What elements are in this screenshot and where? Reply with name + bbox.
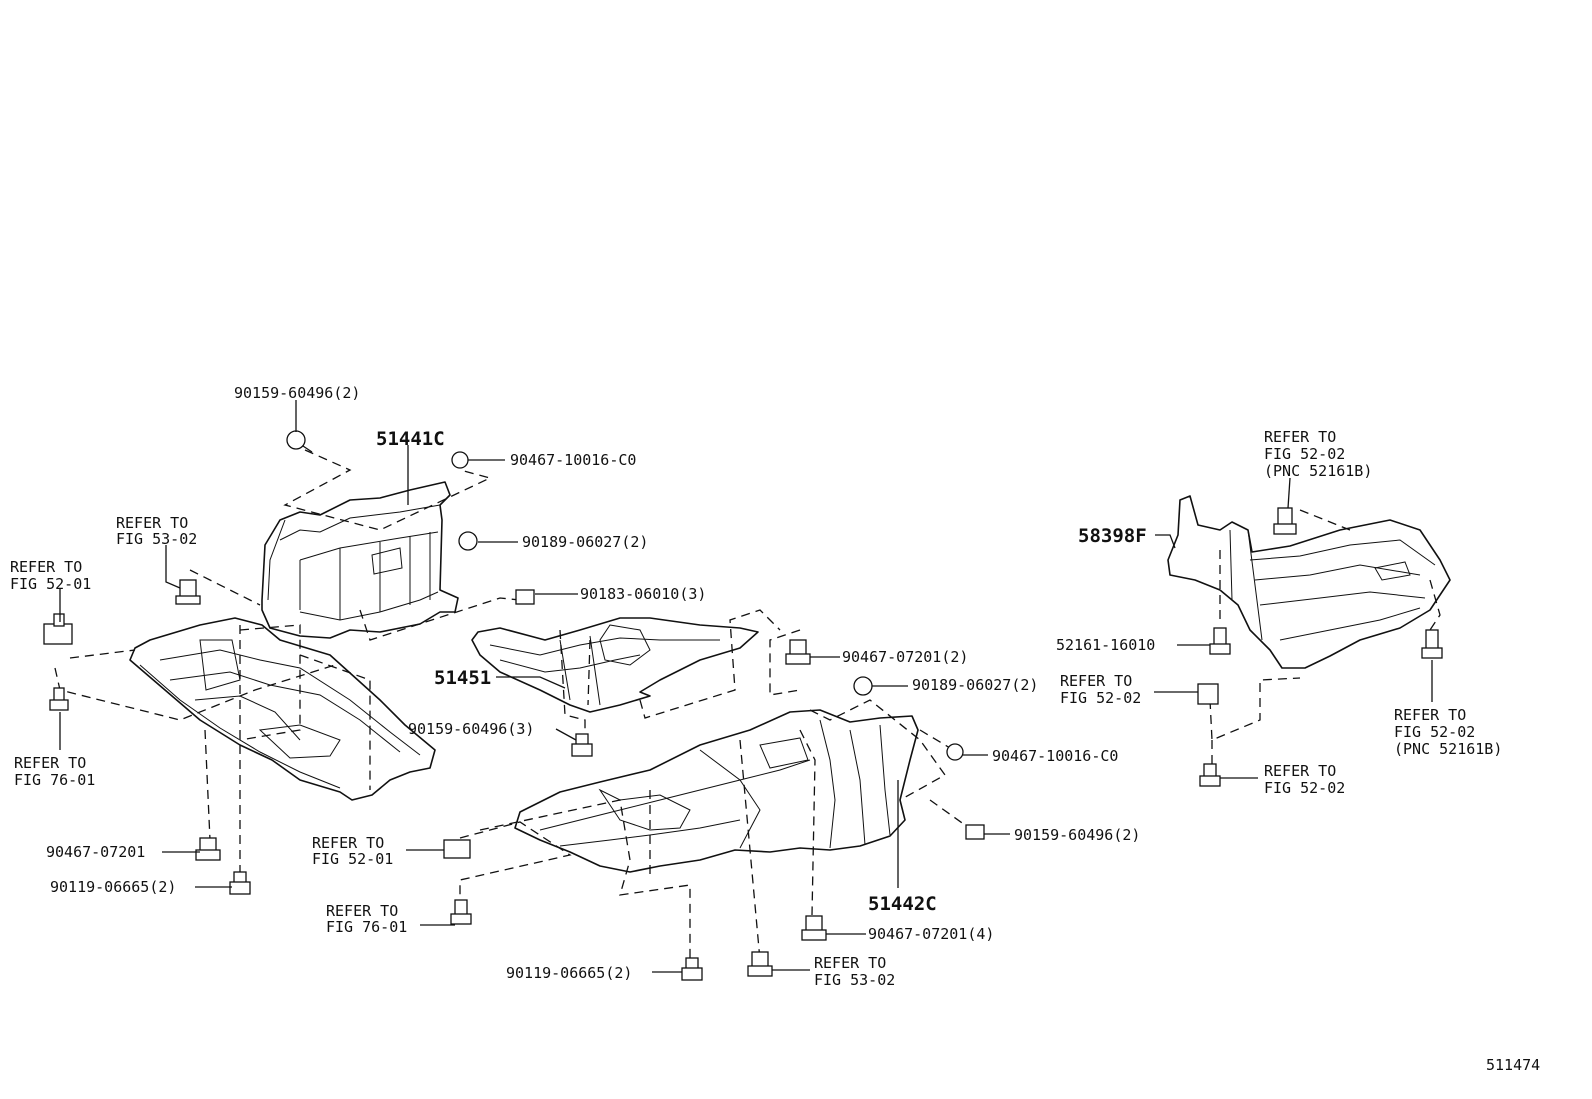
part-label-51442c: 51442C (868, 893, 937, 915)
fastener-clip-icon[interactable] (747, 951, 773, 977)
fastener-clip-icon[interactable] (946, 743, 964, 761)
fastener-clip-icon[interactable] (1197, 683, 1219, 705)
fastener-bolt-icon[interactable] (229, 871, 251, 895)
callout-90119-06665-b: 90119-06665(2) (506, 964, 632, 982)
callout-90189-06027-a: 90189-06027(2) (522, 533, 648, 551)
part-left-under-cover[interactable] (129, 617, 436, 801)
part-51441c-cover[interactable] (261, 481, 459, 639)
refer-fig-52-02-pnc-b: REFER TO FIG 52-02 (PNC 52161B) (1394, 706, 1502, 758)
fastener-clip-icon[interactable] (1209, 627, 1231, 655)
fastener-clip-icon[interactable] (1421, 629, 1443, 659)
refer-fig-52-02-a: REFER TO FIG 52-02 (1060, 672, 1141, 707)
fastener-clip-icon[interactable] (443, 839, 471, 859)
callout-90467-07201-a: 90467-07201(2) (842, 648, 968, 666)
part-58398f-cover[interactable] (1167, 495, 1451, 669)
fastener-bolt-icon[interactable] (965, 824, 985, 840)
fastener-clip-icon[interactable] (195, 837, 221, 861)
leader-lines (59, 400, 1433, 973)
refer-fig-53-02-a: REFER TO FIG 53-02 (116, 514, 197, 548)
fastener-clip-icon[interactable] (451, 451, 469, 469)
fastener-clip-icon[interactable] (785, 639, 811, 665)
callout-90159-60496-c: 90159-60496(2) (1014, 826, 1140, 844)
fastener-bolt-icon[interactable] (681, 957, 703, 981)
callout-52161-16010: 52161-16010 (1056, 636, 1155, 654)
callout-90467-10016-c0-b: 90467-10016-C0 (992, 747, 1118, 765)
refer-fig-53-02-b: REFER TO FIG 53-02 (814, 954, 895, 989)
fastener-clip-icon[interactable] (853, 676, 873, 696)
refer-fig-76-01-b: REFER TO FIG 76-01 (326, 902, 407, 936)
part-label-51451: 51451 (434, 667, 491, 689)
fastener-clip-icon[interactable] (1273, 507, 1297, 535)
callout-90467-07201-b: 90467-07201 (46, 843, 145, 861)
diagram-id: 511474 (1486, 1056, 1540, 1074)
fastener-bolt-icon[interactable] (571, 733, 593, 757)
callout-90189-06027-b: 90189-06027(2) (912, 676, 1038, 694)
part-label-58398f: 58398F (1078, 525, 1147, 547)
fastener-clip-icon[interactable] (515, 589, 535, 605)
callout-90159-60496-b: 90159-60496(3) (408, 720, 534, 738)
part-label-51441c: 51441C (376, 428, 445, 450)
fastener-clip-icon[interactable] (801, 915, 827, 941)
callout-90467-10016-c0-a: 90467-10016-C0 (510, 451, 636, 469)
part-51451-plate[interactable] (471, 617, 759, 713)
callout-90183-06010: 90183-06010(3) (580, 585, 706, 603)
fastener-clip-icon[interactable] (286, 430, 313, 453)
fastener-clip-icon[interactable] (43, 613, 73, 645)
part-51442c-cover[interactable] (514, 709, 919, 873)
refer-fig-52-01-a: REFER TO FIG 52-01 (10, 558, 91, 593)
fastener-bolt-icon[interactable] (450, 899, 472, 925)
fastener-clip-icon[interactable] (458, 531, 478, 551)
refer-fig-76-01-a: REFER TO FIG 76-01 (14, 754, 95, 789)
callout-90467-07201-c: 90467-07201(4) (868, 925, 994, 943)
refer-fig-52-02-pnc-a: REFER TO FIG 52-02 (PNC 52161B) (1264, 428, 1372, 480)
refer-fig-52-01-b: REFER TO FIG 52-01 (312, 834, 393, 868)
fastener-clip-icon[interactable] (175, 579, 201, 605)
callout-90119-06665-a: 90119-06665(2) (50, 878, 176, 896)
callout-90159-60496-a: 90159-60496(2) (234, 384, 360, 402)
fastener-bolt-icon[interactable] (49, 687, 69, 711)
fastener-bolt-icon[interactable] (1199, 763, 1221, 787)
refer-fig-52-02-b: REFER TO FIG 52-02 (1264, 762, 1345, 797)
assembly-dashed-lines (54, 449, 1441, 961)
